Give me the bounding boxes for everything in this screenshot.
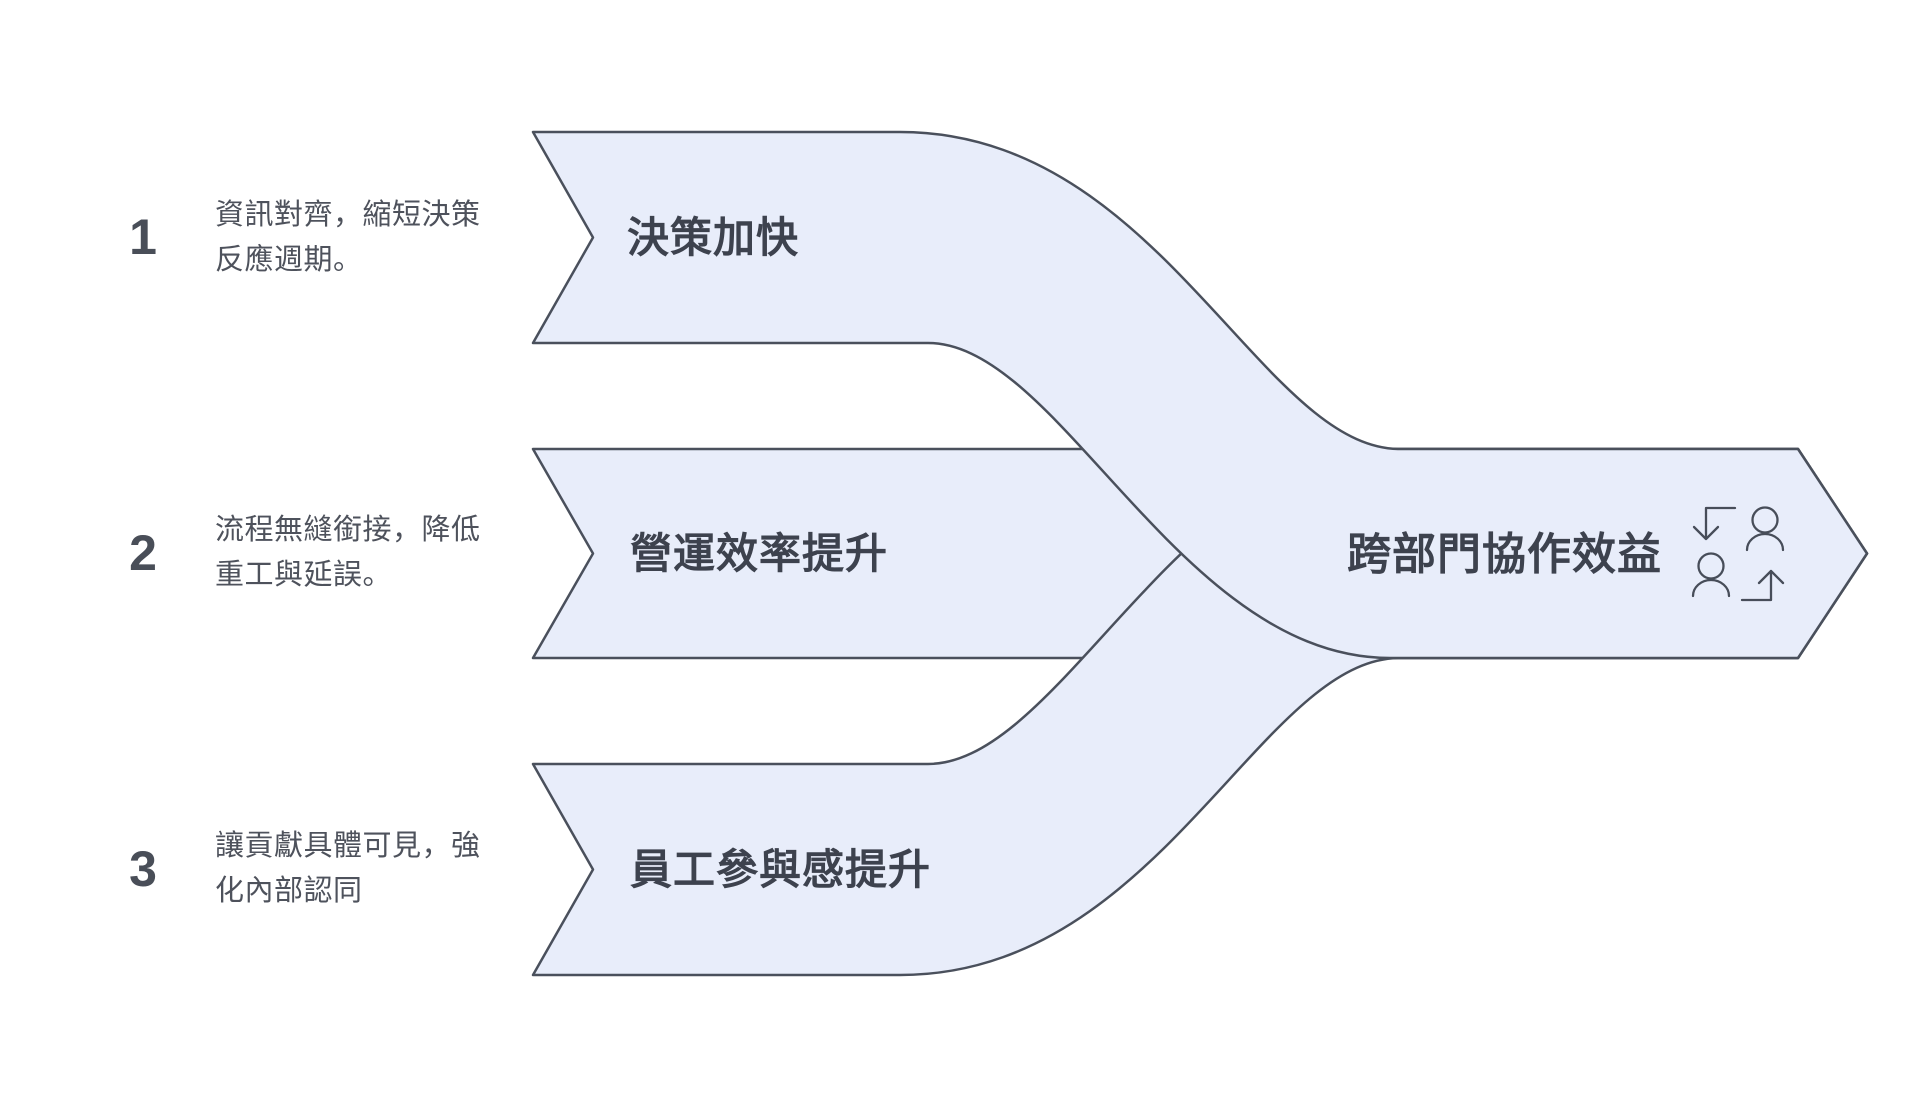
step-description-1: 資訊對齊，縮短決策 反應週期。 [215, 199, 481, 276]
step-description-3: 讓貢獻具體可見，強 化內部認同 [215, 830, 481, 907]
arrow-turn-down-icon [1704, 506, 1737, 539]
arrow-turn-up-icon [1740, 569, 1773, 602]
arrow-label-3: 員工參與感提升 [630, 846, 932, 893]
step-description-2: 流程無縫銜接，降低 重工與延誤。 [215, 514, 481, 591]
arrow-turn-down-head [1692, 525, 1720, 541]
arrow-label-1: 決策加快 [627, 214, 800, 261]
merge-arrow-top-band [531, 130, 1869, 660]
step-number-3: 3 [129, 841, 157, 897]
arrow-turn-up-head [1757, 569, 1785, 585]
person-icon-shoulders [1745, 532, 1785, 552]
arrow-label-2: 營運效率提升 [630, 530, 889, 577]
step-number-2: 2 [129, 525, 157, 581]
person-icon-head [1751, 506, 1779, 534]
step-number-1: 1 [129, 209, 157, 265]
person-icon-head [1697, 552, 1725, 580]
output-arrow-label: 跨部門協作效益 [1347, 530, 1662, 579]
person-icon-shoulders [1691, 578, 1731, 598]
people-exchange-icon [1691, 506, 1785, 602]
